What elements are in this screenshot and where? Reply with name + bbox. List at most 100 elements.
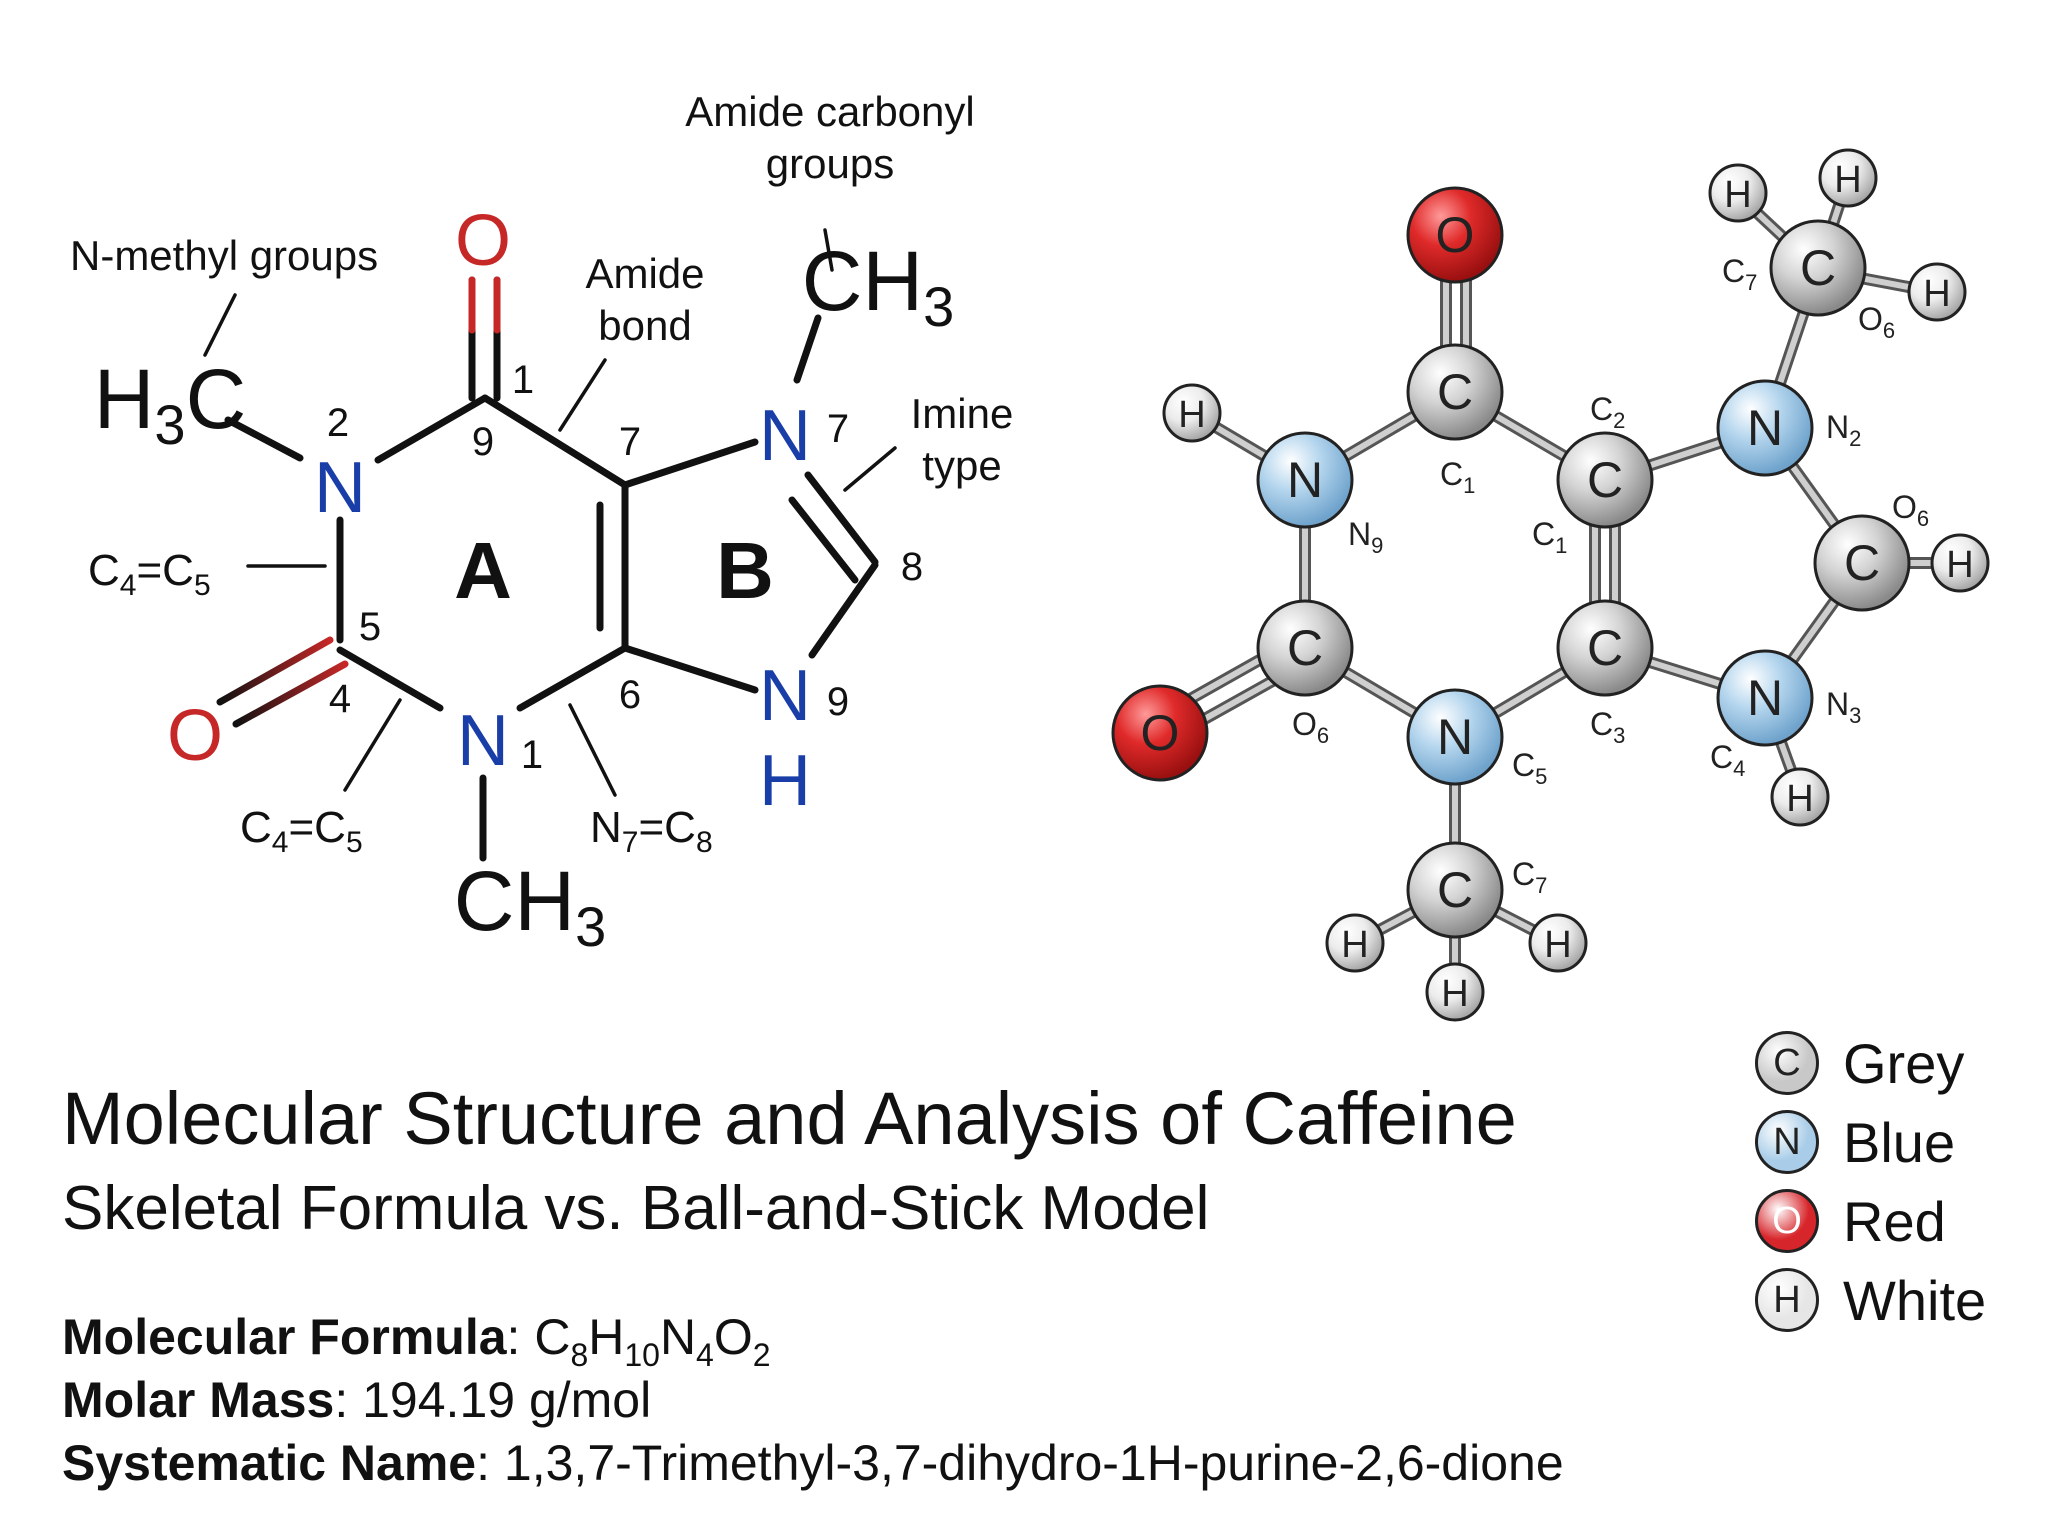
c4c5-bottom-a-sub: 4 [272, 826, 289, 859]
label-c7-bottom: C7 [1512, 856, 1547, 898]
atom-hydrogen-mb-left-symbol: H [1341, 924, 1368, 966]
molecular-formula-label: Molecular Formula [62, 1309, 507, 1365]
atom-carbon-mid: C [1556, 431, 1654, 529]
atom-hydrogen-mt-3: H [1907, 262, 1967, 322]
atom-hydrogen-mb-bottom-symbol: H [1441, 973, 1468, 1015]
label-c3: C3 [1590, 706, 1625, 748]
atom-hydrogen-right-symbol: H [1946, 544, 1973, 586]
n7c8-eq: =C [638, 803, 695, 852]
skeletal-atoms: O O N N N N H H3C CH3 CH3 A B [94, 201, 954, 958]
n7c8-a: N [590, 803, 622, 852]
label-n9: N9 [1348, 516, 1383, 558]
atom-nitrogen-left-symbol: N [1287, 452, 1323, 508]
formula-element: H [588, 1309, 625, 1365]
methyl-left-group: H3C [94, 352, 247, 456]
page-title: Molecular Structure and Analysis of Caff… [62, 1077, 1517, 1160]
ball-stick-labels: C1 C2 C1 N9 N2 O6 C7 O6 O6 C5 C3 N3 C4 C… [1292, 253, 1929, 898]
atom-carbon-methyl-top-symbol: C [1800, 240, 1836, 296]
annotation-imine-line1: Imine [911, 390, 1014, 437]
skeletal-numbers: 1 9 2 7 7 5 4 6 1 8 9 [327, 358, 923, 777]
legend-label: Grey [1843, 1031, 1965, 1095]
atom-carbon-mid-symbol: C [1587, 452, 1623, 508]
formula-subscript: 2 [752, 1337, 771, 1373]
atom-hydrogen-mt-2-symbol: H [1834, 159, 1861, 201]
position-7-nitrogen: 7 [827, 407, 849, 451]
molar-mass-label: Molar Mass [62, 1372, 335, 1428]
atom-oxygen-left-symbol: O [1141, 705, 1180, 761]
annotation-amide-carbonyl-line1: Amide carbonyl [685, 88, 974, 135]
legend-ball-c: C [1755, 1031, 1819, 1095]
label-c2: C2 [1590, 391, 1625, 433]
annotation-leaders [203, 228, 897, 797]
c4c5-left-b-sub: 5 [194, 569, 211, 602]
atom-nitrogen-right-bottom-symbol: N [1747, 670, 1783, 726]
label-n3: N3 [1826, 686, 1861, 728]
position-2: 2 [327, 401, 349, 445]
position-9-top: 9 [472, 420, 494, 464]
label-c1-mid: C1 [1532, 516, 1567, 558]
label-c7-top: C7 [1722, 253, 1757, 295]
c4c5-left-eq: =C [136, 546, 193, 595]
formula-subscript: 4 [696, 1337, 714, 1373]
atom-carbon-mid-lower: C [1556, 599, 1654, 697]
atom-oxygen-top-symbol: O [1436, 207, 1475, 263]
methyl-left-h: H [94, 352, 155, 446]
atom-hydrogen-right: H [1930, 533, 1990, 593]
atom-hydrogen-nh-symbol: H [1786, 778, 1813, 820]
hydrogen-nh-symbol: H [759, 741, 811, 821]
molar-mass-value: 194.19 g/mol [362, 1372, 652, 1428]
atom-hydrogen-mt-1-symbol: H [1724, 174, 1751, 216]
methyl-bottom-ch: CH [454, 854, 575, 948]
skeletal-formula [224, 314, 879, 862]
carbonyl-bonds [216, 276, 501, 728]
atom-hydrogen-mb-right: H [1528, 913, 1588, 973]
c4c5-bottom-b-sub: 5 [346, 826, 363, 859]
legend-ball-h: H [1755, 1268, 1819, 1332]
atom-oxygen-left: O [1111, 684, 1209, 782]
ring-b-label: B [716, 526, 774, 615]
page-subtitle: Skeletal Formula vs. Ball-and-Stick Mode… [62, 1174, 1210, 1243]
atom-hydrogen-mt-3-symbol: H [1923, 273, 1950, 315]
position-1-top: 1 [512, 358, 534, 402]
atom-nitrogen-right-bottom: N [1716, 649, 1814, 747]
label-c5: C5 [1512, 747, 1547, 789]
annotation-amide-carbonyl-line2: groups [766, 140, 894, 187]
label-o6-top-right: O6 [1858, 301, 1895, 343]
atom-nitrogen-left: N [1256, 431, 1354, 529]
position-8: 8 [901, 545, 923, 589]
atom-carbon-top: C [1406, 343, 1504, 441]
label-c1-top: C1 [1440, 456, 1475, 498]
atom-nitrogen-bottom: N [1406, 688, 1504, 786]
position-6: 6 [619, 673, 641, 717]
annotation-amide-bond-line2: bond [598, 302, 691, 349]
label-o6-right: O6 [1892, 489, 1929, 531]
c4c5-bottom-a: C [240, 803, 272, 852]
position-4: 4 [329, 677, 351, 721]
atom-carbon-methyl-top: C [1769, 219, 1867, 317]
atom-oxygen-top: O [1406, 186, 1504, 284]
nitrogen-left-symbol: N [314, 448, 366, 528]
atom-hydrogen-mb-left: H [1325, 913, 1385, 973]
atom-carbon-top-symbol: C [1437, 364, 1473, 420]
atom-nitrogen-right-top-symbol: N [1747, 400, 1783, 456]
atom-hydrogen-nh: H [1770, 767, 1830, 827]
systematic-name-label: Systematic Name [62, 1435, 477, 1491]
atom-hydrogen-mb-bottom: H [1425, 962, 1485, 1022]
atom-carbon-left-lower-symbol: C [1287, 620, 1323, 676]
legend-ball-n: N [1755, 1110, 1819, 1174]
atom-nitrogen-bottom-symbol: N [1437, 709, 1473, 765]
annotation-n7c8: N7=C8 [590, 803, 713, 859]
c4c5-left-a-sub: 4 [120, 569, 137, 602]
label-o6-left: O6 [1292, 706, 1329, 748]
ball-stick-atoms: O C H N C N C H N H C C O N C H H H C H … [1111, 148, 1990, 1022]
atom-carbon-methyl-bottom: C [1406, 841, 1504, 939]
methyl-bottom-subscript: 3 [575, 895, 606, 958]
atom-carbon-mid-lower-symbol: C [1587, 620, 1623, 676]
methyl-left-subscript: 3 [154, 393, 185, 456]
legend-label: White [1843, 1268, 1987, 1332]
systematic-name-value: 1,3,7-Trimethyl-3,7-dihydro-1H-purine-2,… [503, 1435, 1564, 1491]
atom-hydrogen-mt-1: H [1708, 163, 1768, 223]
formula-subscript: 10 [624, 1337, 660, 1373]
